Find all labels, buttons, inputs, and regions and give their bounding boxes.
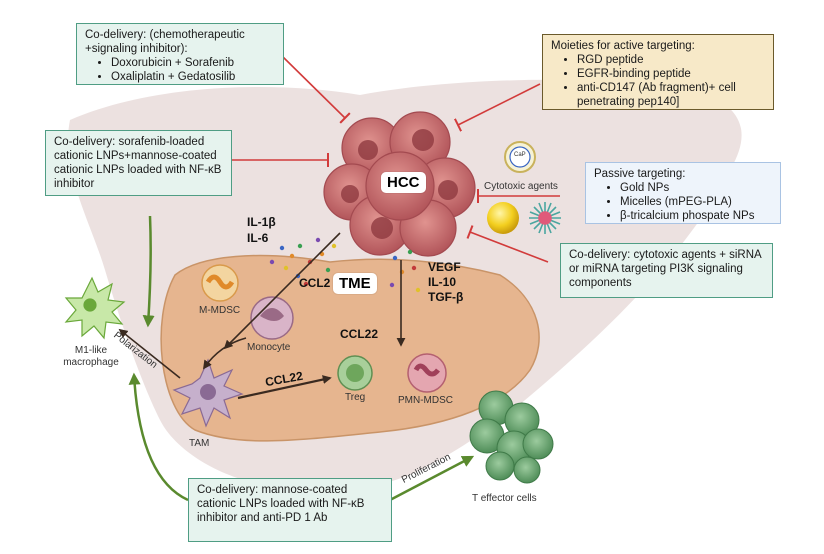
active-targeting-item: EGFR-binding peptide xyxy=(577,67,765,81)
t-effector-label: T effector cells xyxy=(472,493,537,504)
hcc-tumor-cluster xyxy=(323,111,476,257)
monocyte-label: Monocyte xyxy=(247,342,291,353)
inhibition-lines xyxy=(232,55,560,263)
codelivery-sirna-box: Co-delivery: cytotoxic agents + siRNA or… xyxy=(560,243,773,298)
active-targeting-item: anti-CD147 (Ab fragment)+ cell penetrati… xyxy=(577,81,765,109)
passive-targeting-box: Passive targeting: Gold NPs Micelles (mP… xyxy=(585,162,781,224)
m1-macrophage-label: M1-like macrophage xyxy=(56,345,126,369)
micelle-nanoparticle xyxy=(529,202,561,234)
codelivery-chemo-title: Co-delivery: (chemotherapeutic +signalin… xyxy=(85,29,245,55)
tgfb-label: TGF-β xyxy=(428,290,464,304)
pathway-arrows xyxy=(118,232,406,400)
tam-cell xyxy=(172,358,244,428)
tme-label: TME xyxy=(333,273,377,294)
codelivery-sirna-text: Co-delivery: cytotoxic agents + siRNA or… xyxy=(569,249,762,289)
vegf-label: VEGF xyxy=(428,260,461,274)
il6-label: IL-6 xyxy=(247,231,269,245)
cap-nanoparticle xyxy=(504,141,536,173)
passive-targeting-title: Passive targeting: xyxy=(594,168,686,180)
active-targeting-item: RGD peptide xyxy=(577,53,765,67)
m1-macrophage-text: M1-like macrophage xyxy=(63,345,119,368)
t-effector-cells xyxy=(469,390,554,484)
gold-nanoparticle xyxy=(487,202,519,234)
treg-cell xyxy=(337,355,373,391)
codelivery-mannose-box: Co-delivery: mannose-coated cationic LNP… xyxy=(188,478,392,542)
pmn-mdsc-cell xyxy=(407,353,447,393)
hcc-label: HCC xyxy=(381,172,426,193)
monocyte-cell xyxy=(250,296,294,340)
codelivery-mannose-text: Co-delivery: mannose-coated cationic LNP… xyxy=(197,484,365,524)
green-arrows xyxy=(128,215,475,502)
ccl22-label: CCL22 xyxy=(340,327,379,341)
active-targeting-title: Moieties for active targeting: xyxy=(551,40,695,52)
codelivery-sorafenib-text: Co-delivery: sorafenib-loaded cationic L… xyxy=(54,136,222,190)
codelivery-chemo-item: Oxaliplatin + Gedatosilib xyxy=(111,70,275,84)
m-mdsc-cell xyxy=(201,264,239,302)
tam-label: TAM xyxy=(189,438,210,449)
m1-macrophage-cell xyxy=(64,276,126,340)
codelivery-chemo-item: Doxorubicin + Sorafenib xyxy=(111,56,275,70)
cap-label: CaP xyxy=(514,152,526,158)
treg-label: Treg xyxy=(345,392,366,403)
m-mdsc-label: M-MDSC xyxy=(199,305,241,316)
passive-targeting-item: Gold NPs xyxy=(620,181,772,195)
il10-label: IL-10 xyxy=(428,275,457,289)
codelivery-chemo-box: Co-delivery: (chemotherapeutic +signalin… xyxy=(76,23,284,85)
passive-targeting-item: Micelles (mPEG-PLA) xyxy=(620,195,772,209)
cytokine-dots xyxy=(269,237,421,293)
il1b-label: IL-1β xyxy=(247,215,276,229)
codelivery-sorafenib-box: Co-delivery: sorafenib-loaded cationic L… xyxy=(45,130,232,196)
passive-targeting-item: β-tricalcium phospate NPs xyxy=(620,209,772,223)
active-targeting-box: Moieties for active targeting: RGD pepti… xyxy=(542,34,774,110)
ccl2-label: CCL2 xyxy=(299,276,331,290)
pmn-mdsc-label: PMN-MDSC xyxy=(398,395,453,406)
cytotoxic-agents-label: Cytotoxic agents xyxy=(484,181,558,192)
